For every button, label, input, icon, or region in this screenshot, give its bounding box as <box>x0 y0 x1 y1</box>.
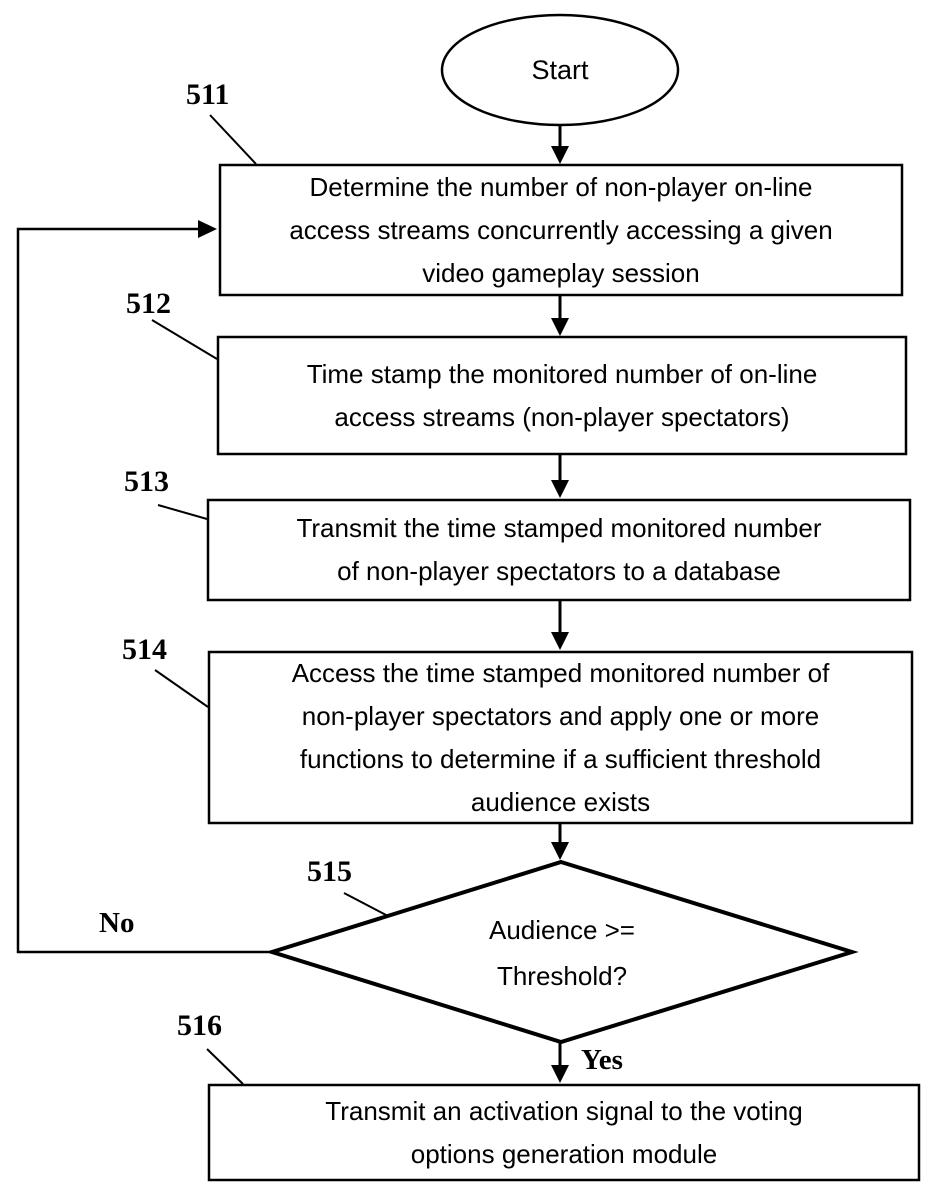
ref-label-513: 513 <box>124 465 169 498</box>
step-511-text: Determine the number of non-player on-li… <box>289 171 833 288</box>
ref-label-515: 515 <box>307 855 352 888</box>
start-label: Start <box>531 54 589 85</box>
ref-label-514: 514 <box>122 633 167 666</box>
flow-arrowheads <box>551 146 569 1083</box>
no-branch-label: No <box>99 907 135 939</box>
arrowhead-514-to-515 <box>551 842 569 860</box>
step-512-text: Time stamp the monitored number of on-li… <box>306 358 818 432</box>
ref-label-516: 516 <box>177 1009 222 1042</box>
ref-leader-lines <box>151 114 389 1085</box>
arrowhead-511-to-512 <box>551 318 569 336</box>
arrowhead-start-to-511 <box>551 146 569 164</box>
step-514-box <box>207 650 914 825</box>
step-513-text: Transmit the time stamped monitored numb… <box>296 513 822 586</box>
leader-515 <box>343 892 389 917</box>
decision-515-text: Audience >= Threshold? <box>488 914 635 991</box>
step-516-text: Transmit an activation signal to the vot… <box>325 1095 803 1169</box>
step-516-box <box>207 1083 921 1182</box>
no-branch-line <box>16 227 272 954</box>
step-514-text: Access the time stamped monitored number… <box>291 657 830 817</box>
arrowhead-513-to-514 <box>551 632 569 650</box>
step-511-box <box>218 163 904 297</box>
leader-516 <box>206 1048 244 1085</box>
arrowhead-no-branch <box>198 220 217 238</box>
leader-512 <box>151 319 218 360</box>
ref-label-511: 511 <box>186 78 230 111</box>
yes-branch-label: Yes <box>581 1044 623 1076</box>
leader-514 <box>154 669 209 708</box>
leader-513 <box>157 504 208 520</box>
arrowhead-512-to-513 <box>551 480 569 498</box>
step-512-box <box>216 335 908 456</box>
leader-511 <box>209 114 257 165</box>
step-513-box <box>206 498 912 602</box>
ref-label-512: 512 <box>126 287 171 320</box>
arrowhead-515-to-516 <box>551 1065 569 1083</box>
